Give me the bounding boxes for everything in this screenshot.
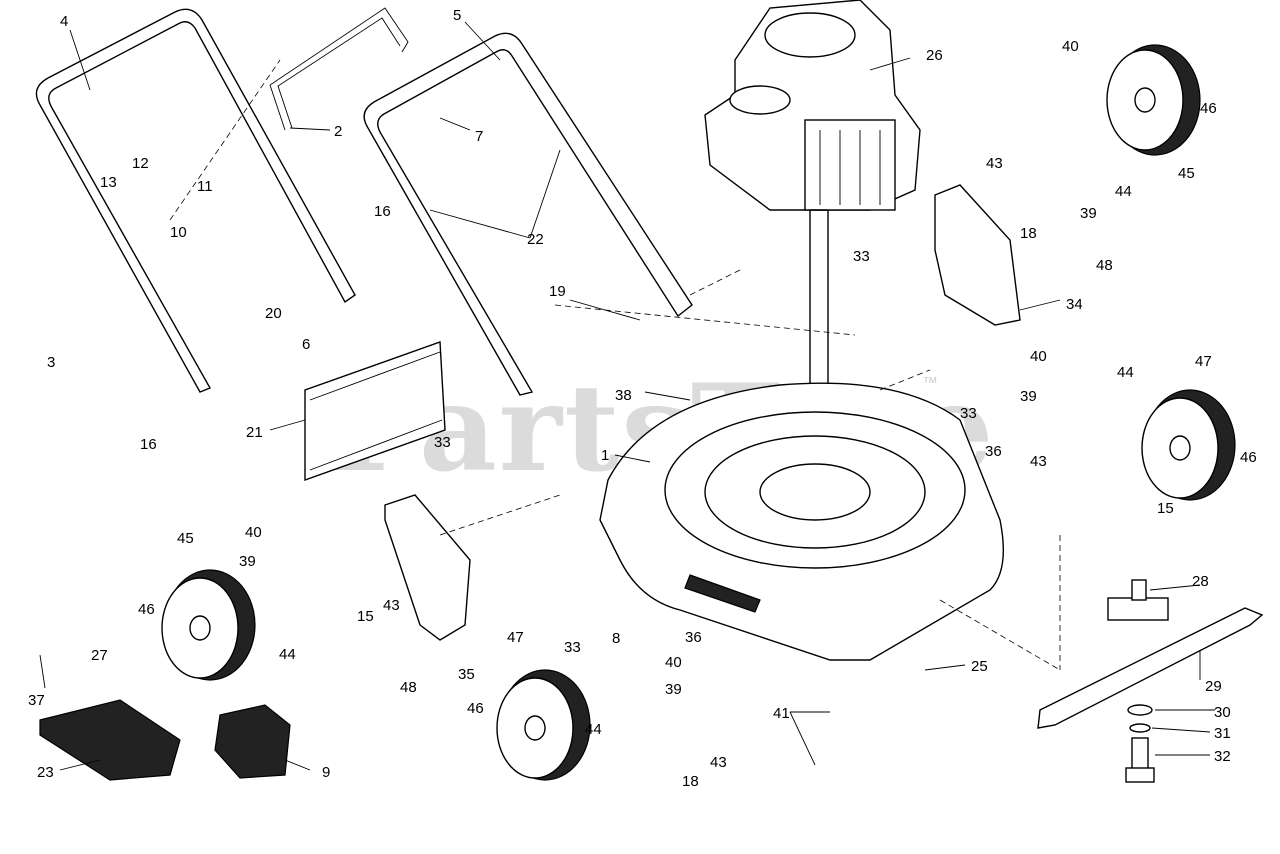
callout-39b: 39 bbox=[1020, 388, 1037, 405]
callout-46d: 46 bbox=[467, 700, 484, 717]
callout-21: 21 bbox=[246, 424, 263, 441]
callout-33c: 33 bbox=[434, 434, 451, 451]
callout-1: 1 bbox=[601, 447, 609, 464]
callout-39d: 39 bbox=[665, 681, 682, 698]
callout-40a: 40 bbox=[1062, 38, 1079, 55]
callout-labels: 4 5 2 7 26 40 46 45 12 13 11 43 44 39 18… bbox=[28, 7, 1257, 790]
callout-30: 30 bbox=[1214, 704, 1231, 721]
callout-41: 41 bbox=[773, 705, 790, 722]
callout-46a: 46 bbox=[1200, 100, 1217, 117]
callout-45a: 45 bbox=[1178, 165, 1195, 182]
callout-48b: 48 bbox=[400, 679, 417, 696]
callout-43a: 43 bbox=[986, 155, 1003, 172]
lower-handle bbox=[35, 8, 356, 393]
callout-22: 22 bbox=[527, 231, 544, 248]
callout-33b: 33 bbox=[960, 405, 977, 422]
callout-27: 27 bbox=[91, 647, 108, 664]
callout-40c: 40 bbox=[245, 524, 262, 541]
discharge-door bbox=[214, 704, 291, 779]
callout-15b: 15 bbox=[357, 608, 374, 625]
callout-33a: 33 bbox=[853, 248, 870, 265]
callout-44b: 44 bbox=[1117, 364, 1134, 381]
blade bbox=[1037, 579, 1264, 729]
callout-18b: 18 bbox=[682, 773, 699, 790]
callout-8: 8 bbox=[612, 630, 620, 647]
callout-46b: 46 bbox=[1240, 449, 1257, 466]
assembly-lines bbox=[169, 59, 1061, 671]
callout-36a: 36 bbox=[985, 443, 1002, 460]
callout-44c: 44 bbox=[279, 646, 296, 663]
callout-32: 32 bbox=[1214, 748, 1231, 765]
leader-lines bbox=[39, 21, 1215, 771]
mulch-plug bbox=[39, 699, 181, 781]
engine bbox=[704, 0, 921, 531]
callout-43c: 43 bbox=[383, 597, 400, 614]
callout-45b: 45 bbox=[177, 530, 194, 547]
callout-36b: 36 bbox=[685, 629, 702, 646]
callout-13: 13 bbox=[100, 174, 117, 191]
callout-38: 38 bbox=[615, 387, 632, 404]
callout-43b: 43 bbox=[1030, 453, 1047, 470]
deflector-shield bbox=[304, 341, 446, 481]
callout-23: 23 bbox=[37, 764, 54, 781]
callout-9: 9 bbox=[322, 764, 330, 781]
callout-16b: 16 bbox=[140, 436, 157, 453]
callout-11: 11 bbox=[197, 178, 213, 195]
callout-2: 2 bbox=[334, 123, 342, 140]
callout-20: 20 bbox=[265, 305, 282, 322]
callout-43d: 43 bbox=[710, 754, 727, 771]
callout-37: 37 bbox=[28, 692, 45, 709]
callout-35: 35 bbox=[458, 666, 475, 683]
watermark-trademark: ™ bbox=[922, 375, 938, 392]
callout-33d: 33 bbox=[564, 639, 581, 656]
callout-40d: 40 bbox=[665, 654, 682, 671]
callout-25: 25 bbox=[971, 658, 988, 675]
callout-10: 10 bbox=[170, 224, 187, 241]
callout-47a: 47 bbox=[1195, 353, 1212, 370]
callout-34: 34 bbox=[1066, 296, 1083, 313]
callout-18a: 18 bbox=[1020, 225, 1037, 242]
callout-7: 7 bbox=[475, 128, 483, 145]
callout-29: 29 bbox=[1205, 678, 1222, 695]
callout-26: 26 bbox=[926, 47, 943, 64]
wheel-bracket-right bbox=[934, 184, 1021, 326]
callout-39c: 39 bbox=[239, 553, 256, 570]
wheel-front-center bbox=[496, 669, 591, 781]
callout-39a: 39 bbox=[1080, 205, 1097, 222]
wheel-bracket-left bbox=[384, 494, 471, 641]
callout-6: 6 bbox=[302, 336, 310, 353]
callout-5: 5 bbox=[453, 7, 461, 24]
upper-handle bbox=[363, 32, 693, 396]
mower-deck bbox=[599, 382, 1005, 661]
callout-12: 12 bbox=[132, 155, 149, 172]
callout-40b: 40 bbox=[1030, 348, 1047, 365]
callout-44d: 44 bbox=[585, 721, 602, 738]
callout-3: 3 bbox=[47, 354, 55, 371]
callout-47b: 47 bbox=[507, 629, 524, 646]
wheel-front-left bbox=[161, 569, 256, 681]
blade-bolt-stack bbox=[1125, 704, 1155, 783]
callout-19: 19 bbox=[549, 283, 566, 300]
wheel-rear-right-mid bbox=[1141, 389, 1236, 501]
control-bail bbox=[269, 7, 409, 131]
callout-46c: 46 bbox=[138, 601, 155, 618]
callout-15a: 15 bbox=[1157, 500, 1174, 517]
wheel-rear-right-top bbox=[1106, 44, 1201, 156]
callout-28: 28 bbox=[1192, 573, 1209, 590]
callout-44a: 44 bbox=[1115, 183, 1132, 200]
callout-31: 31 bbox=[1214, 725, 1231, 742]
callout-48a: 48 bbox=[1096, 257, 1113, 274]
callout-16a: 16 bbox=[374, 203, 391, 220]
callout-4: 4 bbox=[60, 13, 68, 30]
